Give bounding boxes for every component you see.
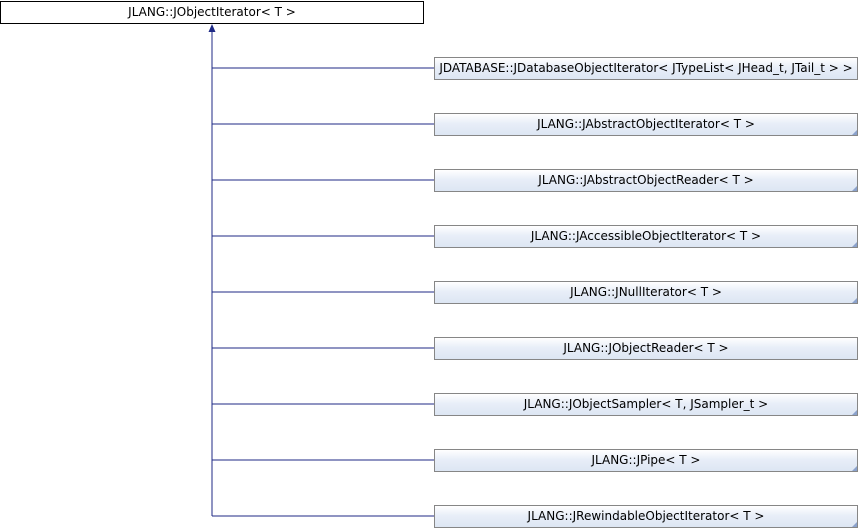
derived-class-node[interactable]: JDATABASE::JDatabaseObjectIterator< JTyp… — [434, 57, 858, 80]
derived-class-node[interactable]: JLANG::JNullIterator< T > — [434, 281, 858, 304]
derived-class-node[interactable]: JLANG::JObjectSampler< T, JSampler_t > — [434, 393, 858, 416]
base-class-label: JLANG::JObjectIterator< T > — [128, 5, 296, 19]
derived-class-node[interactable]: JLANG::JAbstractObjectIterator< T > — [434, 113, 858, 136]
derived-class-label: JDATABASE::JDatabaseObjectIterator< JTyp… — [439, 61, 853, 75]
derived-class-label: JLANG::JObjectSampler< T, JSampler_t > — [523, 397, 769, 411]
expand-corner-icon — [852, 466, 857, 471]
expand-corner-icon — [852, 522, 857, 527]
edge-group — [208, 24, 434, 517]
derived-class-node[interactable]: JLANG::JPipe< T > — [434, 449, 858, 472]
derived-class-label: JLANG::JAccessibleObjectIterator< T > — [530, 229, 762, 243]
derived-class-node[interactable]: JLANG::JAccessibleObjectIterator< T > — [434, 225, 858, 248]
derived-class-label: JLANG::JObjectReader< T > — [563, 341, 729, 355]
expand-corner-icon — [852, 242, 857, 247]
derived-class-label: JLANG::JNullIterator< T > — [570, 285, 722, 299]
derived-class-label: JLANG::JPipe< T > — [591, 453, 701, 467]
base-class-node[interactable]: JLANG::JObjectIterator< T > — [0, 1, 424, 24]
derived-class-label: JLANG::JAbstractObjectReader< T > — [538, 173, 754, 187]
derived-class-label: JLANG::JRewindableObjectIterator< T > — [527, 509, 765, 523]
expand-corner-icon — [852, 298, 857, 303]
expand-corner-icon — [852, 186, 857, 191]
derived-class-node[interactable]: JLANG::JRewindableObjectIterator< T > — [434, 505, 858, 528]
derived-class-node[interactable]: JLANG::JObjectReader< T > — [434, 337, 858, 360]
expand-corner-icon — [852, 130, 857, 135]
inheritance-arrow-icon — [208, 24, 216, 32]
derived-class-node[interactable]: JLANG::JAbstractObjectReader< T > — [434, 169, 858, 192]
expand-corner-icon — [852, 410, 857, 415]
derived-class-label: JLANG::JAbstractObjectIterator< T > — [537, 117, 755, 131]
